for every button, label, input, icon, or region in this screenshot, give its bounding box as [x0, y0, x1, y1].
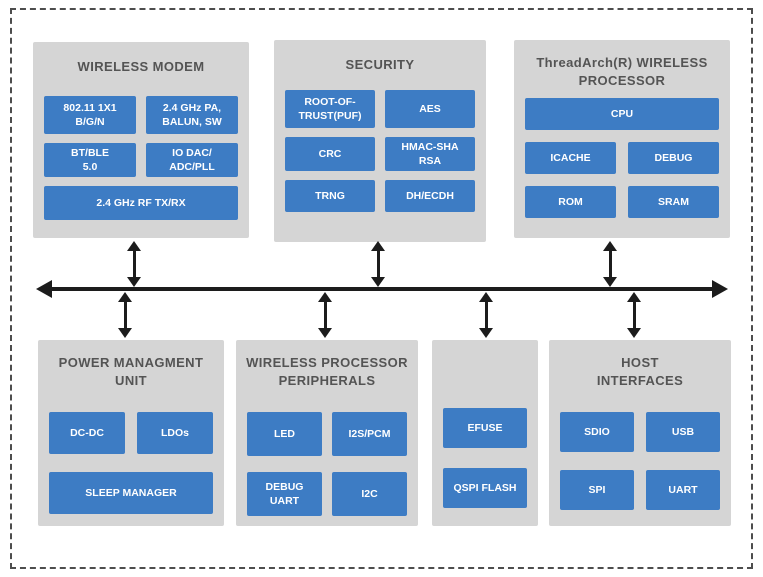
chip-grid-memory: EFUSE QSPI FLASH	[432, 408, 538, 508]
chip-icache: ICACHE	[525, 142, 616, 175]
panel-power-management-unit: POWER MANAGMENT UNIT DC-DC LDOs SLEEP MA…	[38, 340, 224, 526]
panel-wireless-processor-peripherals: WIRELESS PROCESSOR PERIPHERALS LED I2S/P…	[236, 340, 418, 526]
system-bus	[36, 280, 728, 298]
panel-security: SECURITY ROOT-OF- TRUST(PUF) AES CRC HMA…	[274, 40, 486, 242]
chip-pa-balun-sw: 2.4 GHz PA, BALUN, SW	[146, 96, 238, 135]
panel-title-peripherals: WIRELESS PROCESSOR PERIPHERALS	[246, 355, 408, 389]
chip-ldos: LDOs	[137, 412, 213, 455]
chip-trng: TRNG	[285, 180, 375, 213]
arrow-bus-to-host-interfaces-icon	[627, 292, 641, 338]
arrow-wireless-modem-to-bus-icon	[127, 241, 141, 287]
chip-rf-tx-rx: 2.4 GHz RF TX/RX	[44, 186, 238, 221]
panel-title-wireless-modem: WIRELESS MODEM	[77, 59, 205, 74]
chip-grid-power-management: DC-DC LDOs SLEEP MANAGER	[38, 412, 224, 515]
chip-grid-security: ROOT-OF- TRUST(PUF) AES CRC HMAC-SHA RSA…	[274, 90, 486, 213]
chip-aes: AES	[385, 90, 475, 129]
arrow-bus-to-memory-icon	[479, 292, 493, 338]
chip-cpu: CPU	[525, 98, 719, 131]
chip-dh-ecdh: DH/ECDH	[385, 180, 475, 213]
chip-grid-peripherals: LED I2S/PCM DEBUG UART I2C	[236, 412, 418, 517]
chip-spi: SPI	[560, 470, 634, 511]
chip-grid-host-interfaces: SDIO USB SPI UART	[549, 412, 731, 511]
chip-sdio: SDIO	[560, 412, 634, 453]
chip-root-of-trust: ROOT-OF- TRUST(PUF)	[285, 90, 375, 129]
chip-bt-ble: BT/BLE 5.0	[44, 143, 136, 178]
arrow-bus-to-power-management-icon	[118, 292, 132, 338]
bus-arrowhead-left-icon	[36, 280, 52, 298]
panel-host-interfaces: HOST INTERFACES SDIO USB SPI UART	[549, 340, 731, 526]
chip-i2c: I2C	[332, 472, 407, 517]
chip-debug-uart: DEBUG UART	[247, 472, 322, 517]
chip-led: LED	[247, 412, 322, 457]
chip-sram: SRAM	[628, 186, 719, 219]
chip-i2s-pcm: I2S/PCM	[332, 412, 407, 457]
panel-title-power-management-unit: POWER MANAGMENT UNIT	[58, 355, 204, 389]
chip-crc: CRC	[285, 137, 375, 172]
chip-usb: USB	[646, 412, 720, 453]
bus-line	[48, 287, 716, 291]
panel-title-host-interfaces: HOST INTERFACES	[596, 355, 684, 389]
chip-debug: DEBUG	[628, 142, 719, 175]
chip-grid-wireless-modem: 802.11 1X1 B/G/N 2.4 GHz PA, BALUN, SW B…	[33, 96, 249, 221]
arrow-security-to-bus-icon	[371, 241, 385, 287]
arrow-bus-to-peripherals-icon	[318, 292, 332, 338]
chip-sleep-manager: SLEEP MANAGER	[49, 472, 213, 515]
chip-rom: ROM	[525, 186, 616, 219]
chip-efuse: EFUSE	[443, 408, 527, 448]
panel-title-wireless-processor: ThreadArch(R) WIRELESS PROCESSOR	[536, 55, 708, 89]
chip-dc-dc: DC-DC	[49, 412, 125, 455]
panel-wireless-processor: ThreadArch(R) WIRELESS PROCESSOR CPU ICA…	[514, 40, 730, 238]
chip-io-dac-adc-pll: IO DAC/ ADC/PLL	[146, 143, 238, 178]
chip-802-11-1x1: 802.11 1X1 B/G/N	[44, 96, 136, 135]
panel-wireless-modem: WIRELESS MODEM 802.11 1X1 B/G/N 2.4 GHz …	[33, 42, 249, 238]
chip-uart: UART	[646, 470, 720, 511]
arrow-wireless-processor-to-bus-icon	[603, 241, 617, 287]
chip-qspi-flash: QSPI FLASH	[443, 468, 527, 508]
bus-arrowhead-right-icon	[712, 280, 728, 298]
panel-title-security: SECURITY	[345, 57, 415, 72]
chip-hmac-sha-rsa: HMAC-SHA RSA	[385, 137, 475, 172]
chip-grid-wireless-processor: CPU ICACHE DEBUG ROM SRAM	[514, 98, 730, 219]
panel-memory: EFUSE QSPI FLASH	[432, 340, 538, 526]
